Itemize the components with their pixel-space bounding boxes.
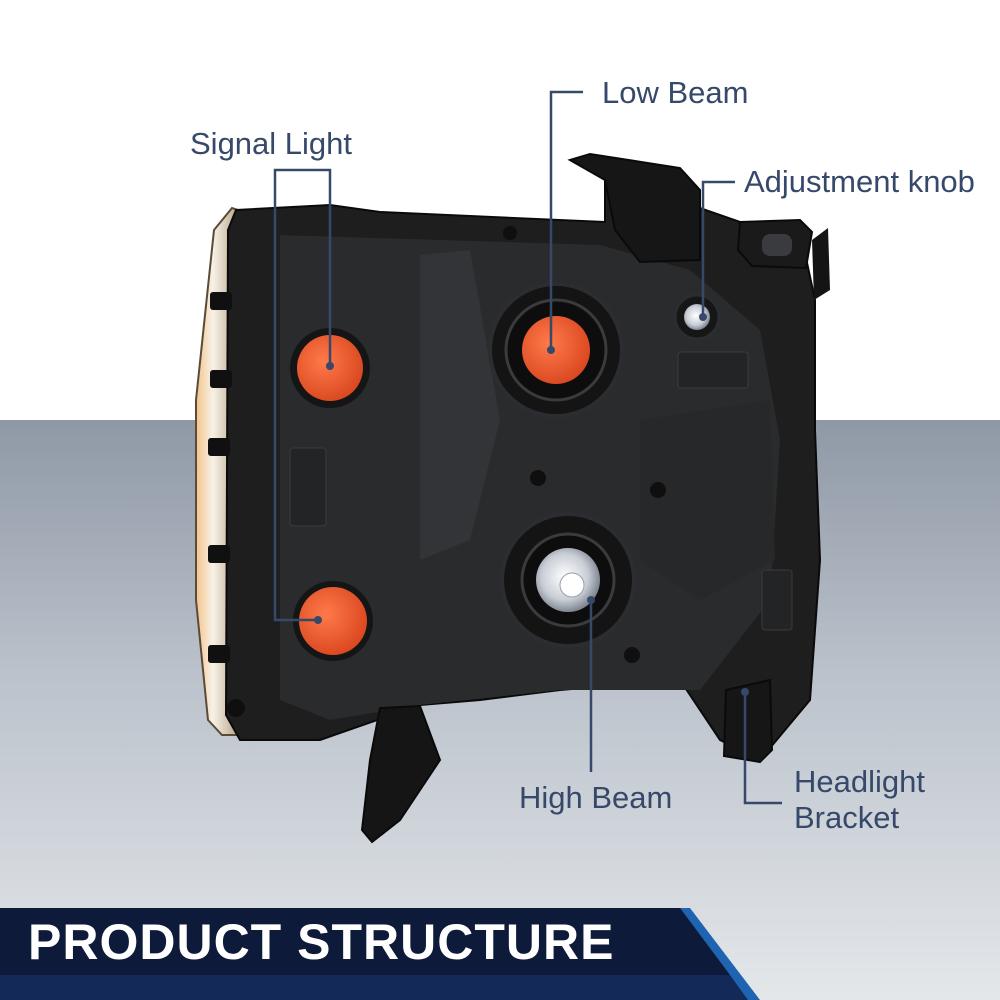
high-beam-label: High Beam xyxy=(519,780,673,815)
headlight-bracket-label-line1: Headlight xyxy=(794,764,925,799)
edge-clip-2 xyxy=(210,370,232,388)
low-beam-label: Low Beam xyxy=(602,75,749,110)
leader-dot xyxy=(326,362,334,370)
label-plate-3 xyxy=(761,569,793,631)
leader-dot xyxy=(699,313,707,321)
edge-clip-5 xyxy=(208,645,230,663)
low-beam-socket xyxy=(522,316,590,384)
banner-title: PRODUCT STRUCTURE xyxy=(28,914,615,970)
signal-socket-lower xyxy=(299,587,367,655)
right-side-tab xyxy=(812,228,830,300)
banner-bottom-strip xyxy=(0,975,748,1000)
leader-dot xyxy=(587,596,595,604)
headlight-bracket-label-line2: Bracket xyxy=(794,800,900,835)
leader-adjustment-knob xyxy=(701,180,735,317)
leader-low-beam xyxy=(549,90,583,350)
leader-dot xyxy=(741,688,749,696)
bottom-left-mount xyxy=(360,704,442,844)
edge-clip-1 xyxy=(210,292,232,310)
top-mount-tab xyxy=(567,152,701,264)
housing-rib-2 xyxy=(640,400,775,600)
leader-dot xyxy=(314,616,322,624)
leader-headlight-bracket xyxy=(743,692,782,805)
banner-background xyxy=(0,908,730,975)
right-clip-slot xyxy=(762,234,792,256)
bolt xyxy=(650,482,666,498)
leader-signal-light xyxy=(273,168,332,622)
housing-rib xyxy=(420,250,500,560)
bolt xyxy=(503,226,517,240)
leader-dot xyxy=(547,346,555,354)
signal-light-label: Signal Light xyxy=(190,126,353,161)
edge-clip-3 xyxy=(208,438,230,456)
bolt xyxy=(227,699,245,717)
bolt xyxy=(530,470,546,486)
edge-clip-4 xyxy=(208,545,230,563)
label-plate-2 xyxy=(677,351,749,389)
headlight-bracket xyxy=(722,678,774,764)
high-beam-bulb-center xyxy=(559,572,585,598)
adjustment-knob-label: Adjustment knob xyxy=(744,164,975,199)
housing-inner-panel xyxy=(280,235,780,720)
label-plate xyxy=(289,447,327,527)
bolt xyxy=(624,647,640,663)
